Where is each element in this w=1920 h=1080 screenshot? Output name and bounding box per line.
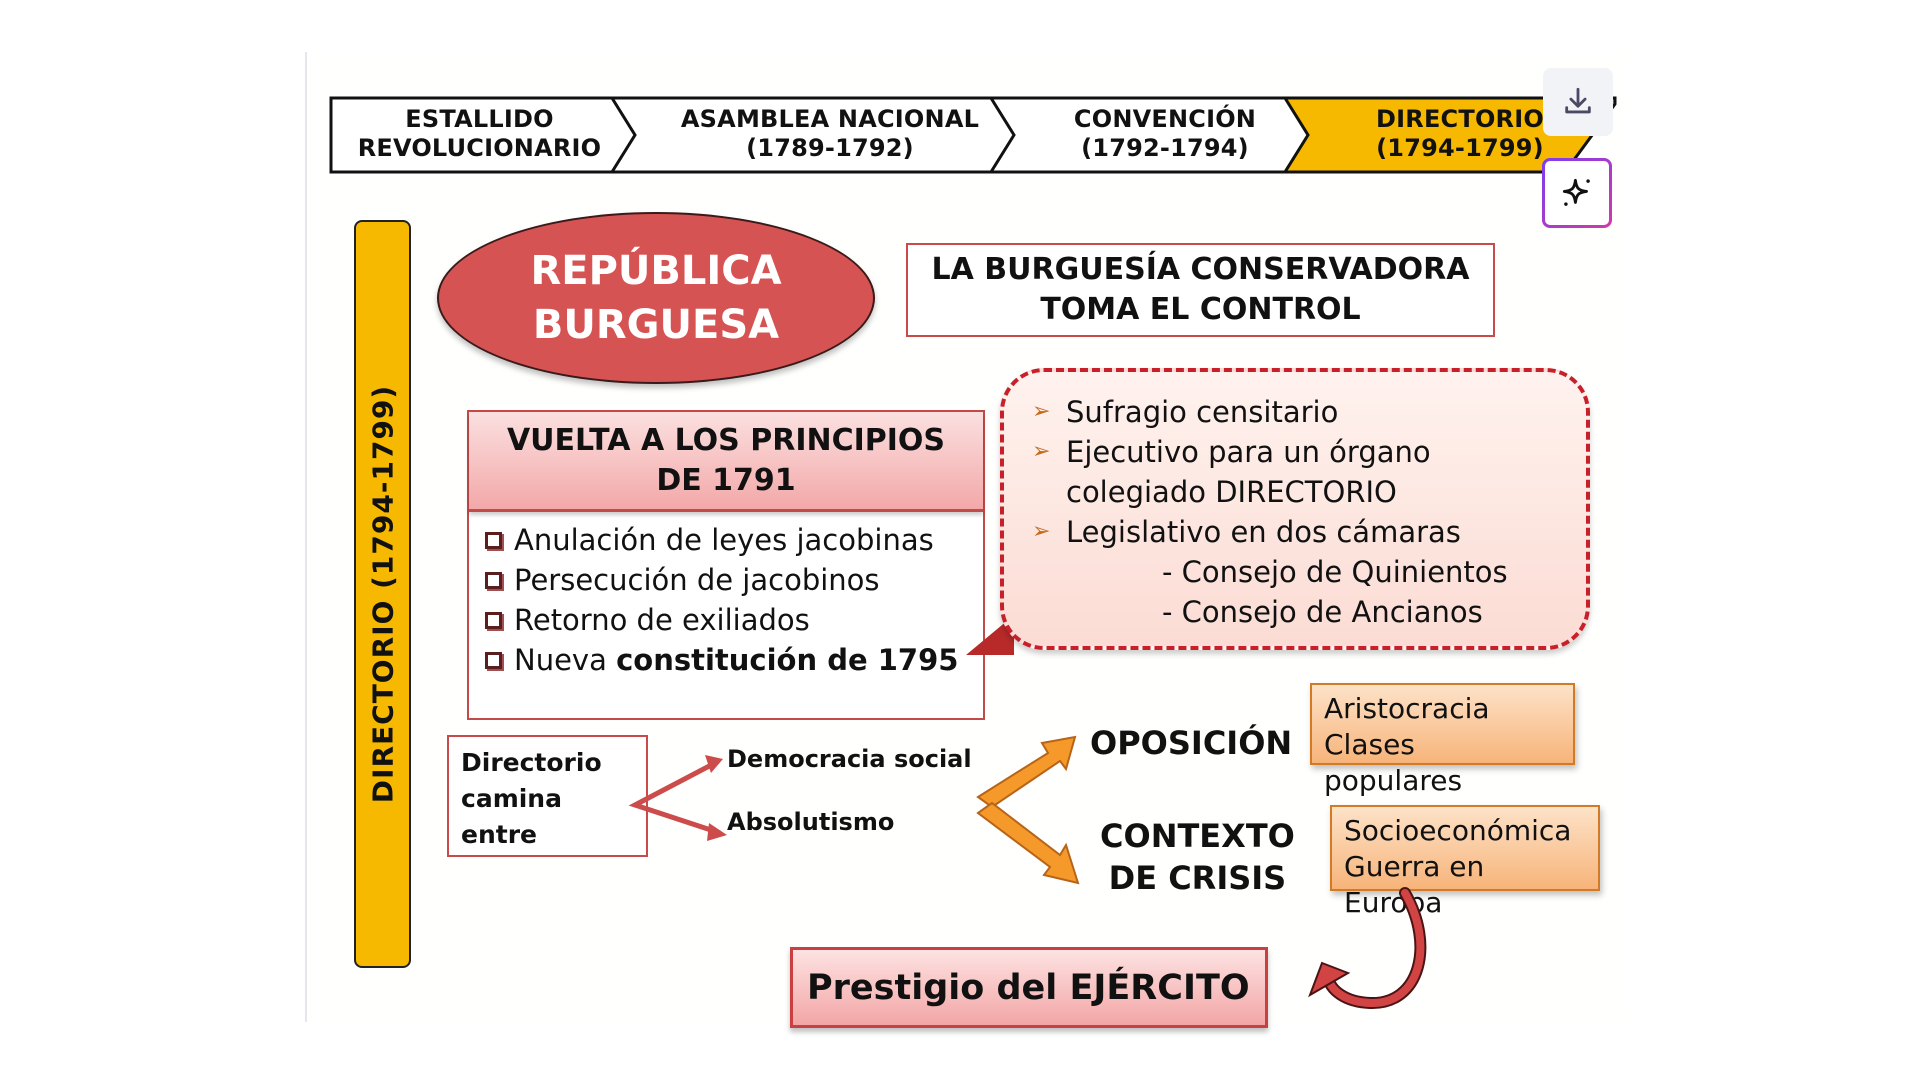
timeline-step-estallido: ESTALLIDO REVOLUCIONARIO xyxy=(337,104,622,164)
vuelta-header: VUELTA A LOS PRINCIPIOS DE 1791 xyxy=(469,412,983,512)
ai-sparkle-button[interactable] xyxy=(1542,158,1612,228)
checkbox-bullet-icon xyxy=(485,611,502,629)
list-item: Nueva constitución de 1795 xyxy=(485,640,983,680)
side-bar-label: DIRECTORIO (1794-1799) xyxy=(366,384,399,804)
prestigio-text: Prestigio del EJÉRCITO xyxy=(807,967,1250,1008)
item-text: - Consejo de Ancianos xyxy=(1162,595,1483,629)
item-text: - Consejo de Quinientos xyxy=(1162,555,1508,589)
list-item: Anulación de leyes jacobinas xyxy=(485,520,983,560)
box-line: Aristocracia xyxy=(1324,692,1490,725)
prestigio-box: Prestigio del EJÉRCITO xyxy=(790,947,1268,1028)
box-line: entre xyxy=(461,820,537,849)
checkbox-bullet-icon xyxy=(485,571,502,589)
item-text: Persecución de jacobinos xyxy=(514,563,880,597)
constitucion-callout: ➢ Sufragio censitario ➢ Ejecutivo para un … xyxy=(1000,368,1590,650)
option-absolutismo: Absolutismo xyxy=(727,808,895,836)
step-subtitle: (1789-1792) xyxy=(746,134,914,162)
directorio-camina-box: Directorio camina entre xyxy=(447,735,648,857)
crisis-line2: DE CRISIS xyxy=(1108,859,1287,897)
step-title: CONVENCIÓN xyxy=(1073,105,1257,133)
ellipse-line2: BURGUESA xyxy=(532,302,780,348)
step-subtitle: (1792-1794) xyxy=(1081,134,1249,162)
timeline-chevrons xyxy=(329,96,1617,174)
item-text: Retorno de exiliados xyxy=(514,603,810,637)
item-text: Ejecutivo para un órgano xyxy=(1066,435,1431,469)
oposicion-box: Aristocracia Clases populares xyxy=(1310,683,1575,797)
box-line: Socioeconómica xyxy=(1344,814,1572,847)
box-line: camina xyxy=(461,784,562,813)
crisis-box: Socioeconómica Guerra en Europa xyxy=(1330,805,1600,919)
callout-list: ➢ Sufragio censitario ➢ Ejecutivo para un … xyxy=(1004,372,1586,632)
download-button[interactable] xyxy=(1543,68,1613,136)
item-text: Legislativo en dos cámaras xyxy=(1066,515,1461,549)
checkbox-bullet-icon xyxy=(485,651,502,669)
timeline-step-asamblea: ASAMBLEA NACIONAL (1789-1792) xyxy=(635,104,1025,164)
option-democracia-social: Democracia social xyxy=(727,745,972,773)
vuelta-title-line2: DE 1791 xyxy=(656,462,796,498)
page-divider xyxy=(305,52,307,1022)
step-title: DIRECTORIO xyxy=(1376,105,1544,133)
list-item: ➢ Ejecutivo para un órgano xyxy=(1032,432,1586,472)
item-text-bold: constitución de 1795 xyxy=(616,643,959,677)
curved-arrow-icon xyxy=(1308,887,1427,1010)
vuelta-title-line1: VUELTA A LOS PRINCIPIOS xyxy=(506,422,946,458)
ellipse-line1: REPÚBLICA xyxy=(530,248,782,294)
list-item: - Consejo de Ancianos xyxy=(1032,592,1586,632)
crisis-line1: CONTEXTO xyxy=(1100,817,1295,855)
list-item: ➢ Sufragio censitario xyxy=(1032,392,1586,432)
arrow-bullet-icon: ➢ xyxy=(1032,519,1051,544)
burguesia-box: LA BURGUESÍA CONSERVADORA TOMA EL CONTRO… xyxy=(906,243,1495,337)
box-line: Clases populares xyxy=(1324,728,1463,797)
item-text: Nueva xyxy=(514,643,607,677)
step-subtitle: REVOLUCIONARIO xyxy=(357,134,602,162)
list-item: - Consejo de Quinientos xyxy=(1032,552,1586,592)
fork-arrows-icon xyxy=(628,755,727,841)
timeline-step-convencion: CONVENCIÓN (1792-1794) xyxy=(1015,104,1315,164)
list-item: ➢ Legislativo en dos cámaras xyxy=(1032,512,1586,552)
checkbox-bullet-icon xyxy=(485,531,502,549)
directorio-side-bar: DIRECTORIO (1794-1799) xyxy=(354,220,411,968)
orange-fork-arrows-icon xyxy=(976,735,1080,885)
vuelta-principios-box: VUELTA A LOS PRINCIPIOS DE 1791 Anulació… xyxy=(467,410,985,720)
item-text: colegiado DIRECTORIO xyxy=(1066,475,1397,509)
step-title: ASAMBLEA NACIONAL xyxy=(680,105,980,133)
burguesia-line1: LA BURGUESÍA CONSERVADORA xyxy=(931,252,1470,287)
step-title: ESTALLIDO xyxy=(405,105,554,133)
list-item: Persecución de jacobinos xyxy=(485,560,983,600)
item-text: Sufragio censitario xyxy=(1066,395,1339,429)
crisis-label: CONTEXTO DE CRISIS xyxy=(1100,815,1295,899)
item-text: Anulación de leyes jacobinas xyxy=(514,523,934,557)
step-subtitle: (1794-1799) xyxy=(1376,134,1544,162)
burguesia-line2: TOMA EL CONTROL xyxy=(1040,292,1361,327)
timeline: ESTALLIDO REVOLUCIONARIO ASAMBLEA NACION… xyxy=(325,92,1625,178)
timeline-step-directorio: DIRECTORIO (1794-1799) xyxy=(1310,104,1610,164)
vuelta-list: Anulación de leyes jacobinas Persecución… xyxy=(469,512,983,680)
box-line: Guerra en Europa xyxy=(1344,850,1485,919)
oposicion-label: OPOSICIÓN xyxy=(1090,724,1293,762)
arrow-bullet-icon: ➢ xyxy=(1032,399,1051,424)
list-item: colegiado DIRECTORIO xyxy=(1032,472,1586,512)
box-line: Directorio xyxy=(461,748,602,777)
download-icon xyxy=(1565,87,1591,114)
list-item: Retorno de exiliados xyxy=(485,600,983,640)
arrow-bullet-icon: ➢ xyxy=(1032,439,1051,464)
republica-burguesa-ellipse: REPÚBLICA BURGUESA xyxy=(437,212,875,384)
sparkle-icon xyxy=(1562,178,1590,206)
